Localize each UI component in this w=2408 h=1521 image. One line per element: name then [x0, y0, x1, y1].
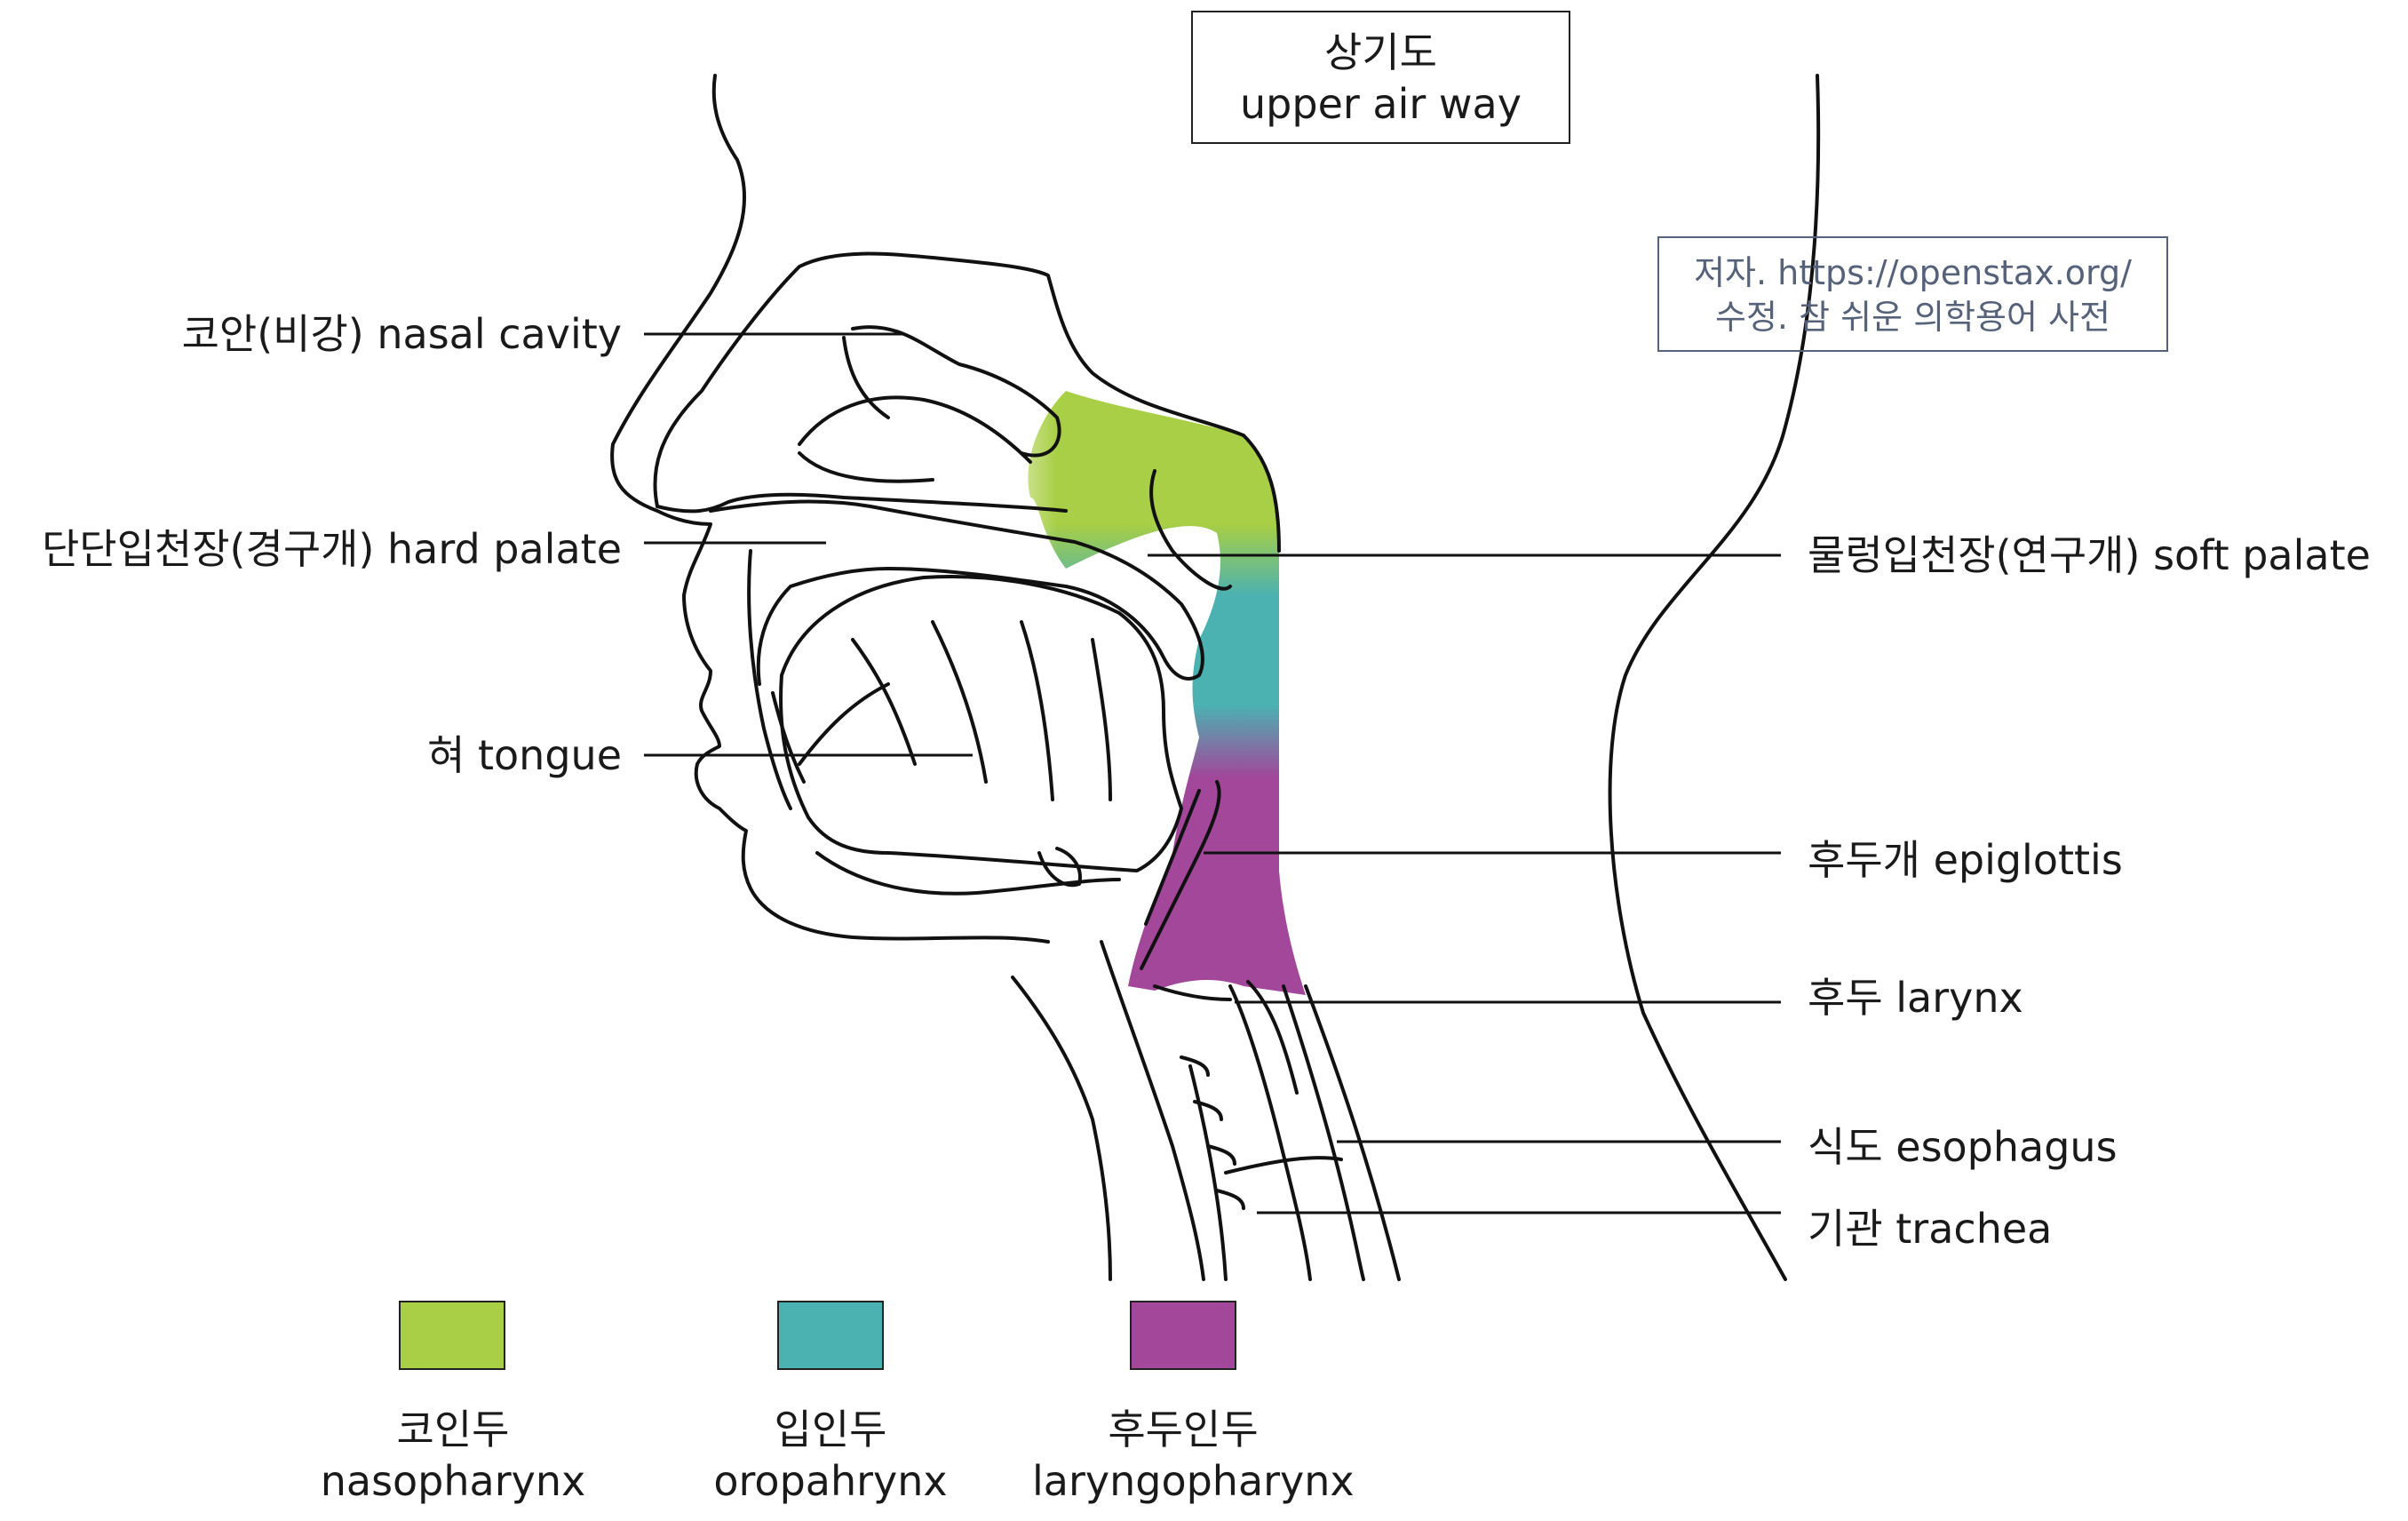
tongue-fibre	[798, 682, 890, 766]
cartilage-line	[1188, 1064, 1228, 1281]
trachea-inner	[1246, 980, 1299, 1095]
thyroid-outline	[1224, 1156, 1343, 1175]
credit-line-2: 수정. 참 쉬운 의학용어 사전	[1715, 298, 2110, 337]
neck-front	[1011, 976, 1112, 1281]
esophagus-front	[1282, 984, 1365, 1281]
legend-nasopharynx-english: nasopharynx	[320, 1457, 586, 1505]
label-soft-palate: 물렁입천장(연구개) soft palate	[1808, 531, 2371, 579]
legend-swatch-oropharynx	[777, 1301, 884, 1370]
label-epiglottis: 후두개 epiglottis	[1808, 836, 2123, 884]
label-nasal-cavity: 코안(비강) nasal cavity	[181, 310, 622, 358]
legend-laryngopharynx-korean: 후두인두	[1108, 1406, 1259, 1453]
upper-teeth	[747, 549, 792, 810]
epiglottis-inner	[1144, 789, 1201, 926]
gradient-fade	[977, 382, 1155, 622]
legend-swatch-nasopharynx	[399, 1301, 505, 1370]
turbinate-lower	[798, 451, 934, 483]
label-tongue: 혀 tongue	[427, 731, 622, 779]
title-box: 상기도 upper air way	[1191, 11, 1570, 144]
epiglottis-outline	[1140, 780, 1221, 970]
label-esophagus: 식도 esophagus	[1808, 1123, 2118, 1171]
legend-oropharynx-english: oropahrynx	[713, 1457, 948, 1505]
cartilage-ring	[1215, 1189, 1245, 1210]
title-korean: 상기도	[1324, 28, 1437, 76]
legend-swatch-laryngopharynx	[1130, 1301, 1236, 1370]
label-trachea: 기관 trachea	[1808, 1205, 2053, 1253]
nasal-floor	[656, 492, 1068, 514]
turbinate-upper	[851, 325, 1061, 458]
vocal-fold	[1153, 984, 1232, 1001]
esophagus-back	[1304, 984, 1401, 1281]
label-hard-palate: 단단입천장(경구개) hard palate	[41, 525, 622, 573]
palate	[709, 499, 1204, 686]
hyoid	[1037, 847, 1082, 888]
nasal-cavity-outline	[653, 251, 1281, 553]
legend-oropharynx-korean: 입인두	[774, 1406, 887, 1453]
tongue-fibre	[931, 620, 988, 784]
tongue-outline	[779, 575, 1183, 872]
legend-laryngopharynx-english: laryngopharynx	[1032, 1457, 1355, 1505]
trachea-back	[1100, 940, 1205, 1281]
credit-box: 저자. https://openstax.org/ 수정. 참 쉬운 의학용어 …	[1657, 236, 2168, 352]
lower-teeth	[771, 691, 806, 784]
tongue-fibre	[851, 638, 917, 766]
legend-nasopharynx: 코인두 nasopharynx	[302, 1404, 604, 1507]
adenoid	[1149, 469, 1232, 591]
tongue-fibre	[1091, 638, 1112, 801]
cartilage-ring	[1180, 1055, 1210, 1077]
legend-nasopharynx-korean: 코인두	[396, 1406, 510, 1453]
tongue-fibre	[1020, 620, 1054, 801]
cartilage-ring	[1193, 1100, 1223, 1121]
legend-laryngopharynx: 후두인두 laryngopharynx	[1032, 1404, 1355, 1507]
nasal-septum-line	[842, 336, 890, 419]
turbinate-middle	[798, 395, 1032, 464]
credit-line-1: 저자. https://openstax.org/	[1694, 253, 2132, 292]
title-english: upper air way	[1240, 80, 1522, 128]
cartilage-ring	[1206, 1144, 1236, 1166]
legend-oropharynx: 입인두 oropahrynx	[679, 1404, 981, 1507]
neck-back	[1608, 74, 1821, 1281]
face-profile	[610, 74, 1050, 944]
label-larynx: 후두 larynx	[1808, 974, 2023, 1022]
trachea-front	[1228, 984, 1312, 1281]
